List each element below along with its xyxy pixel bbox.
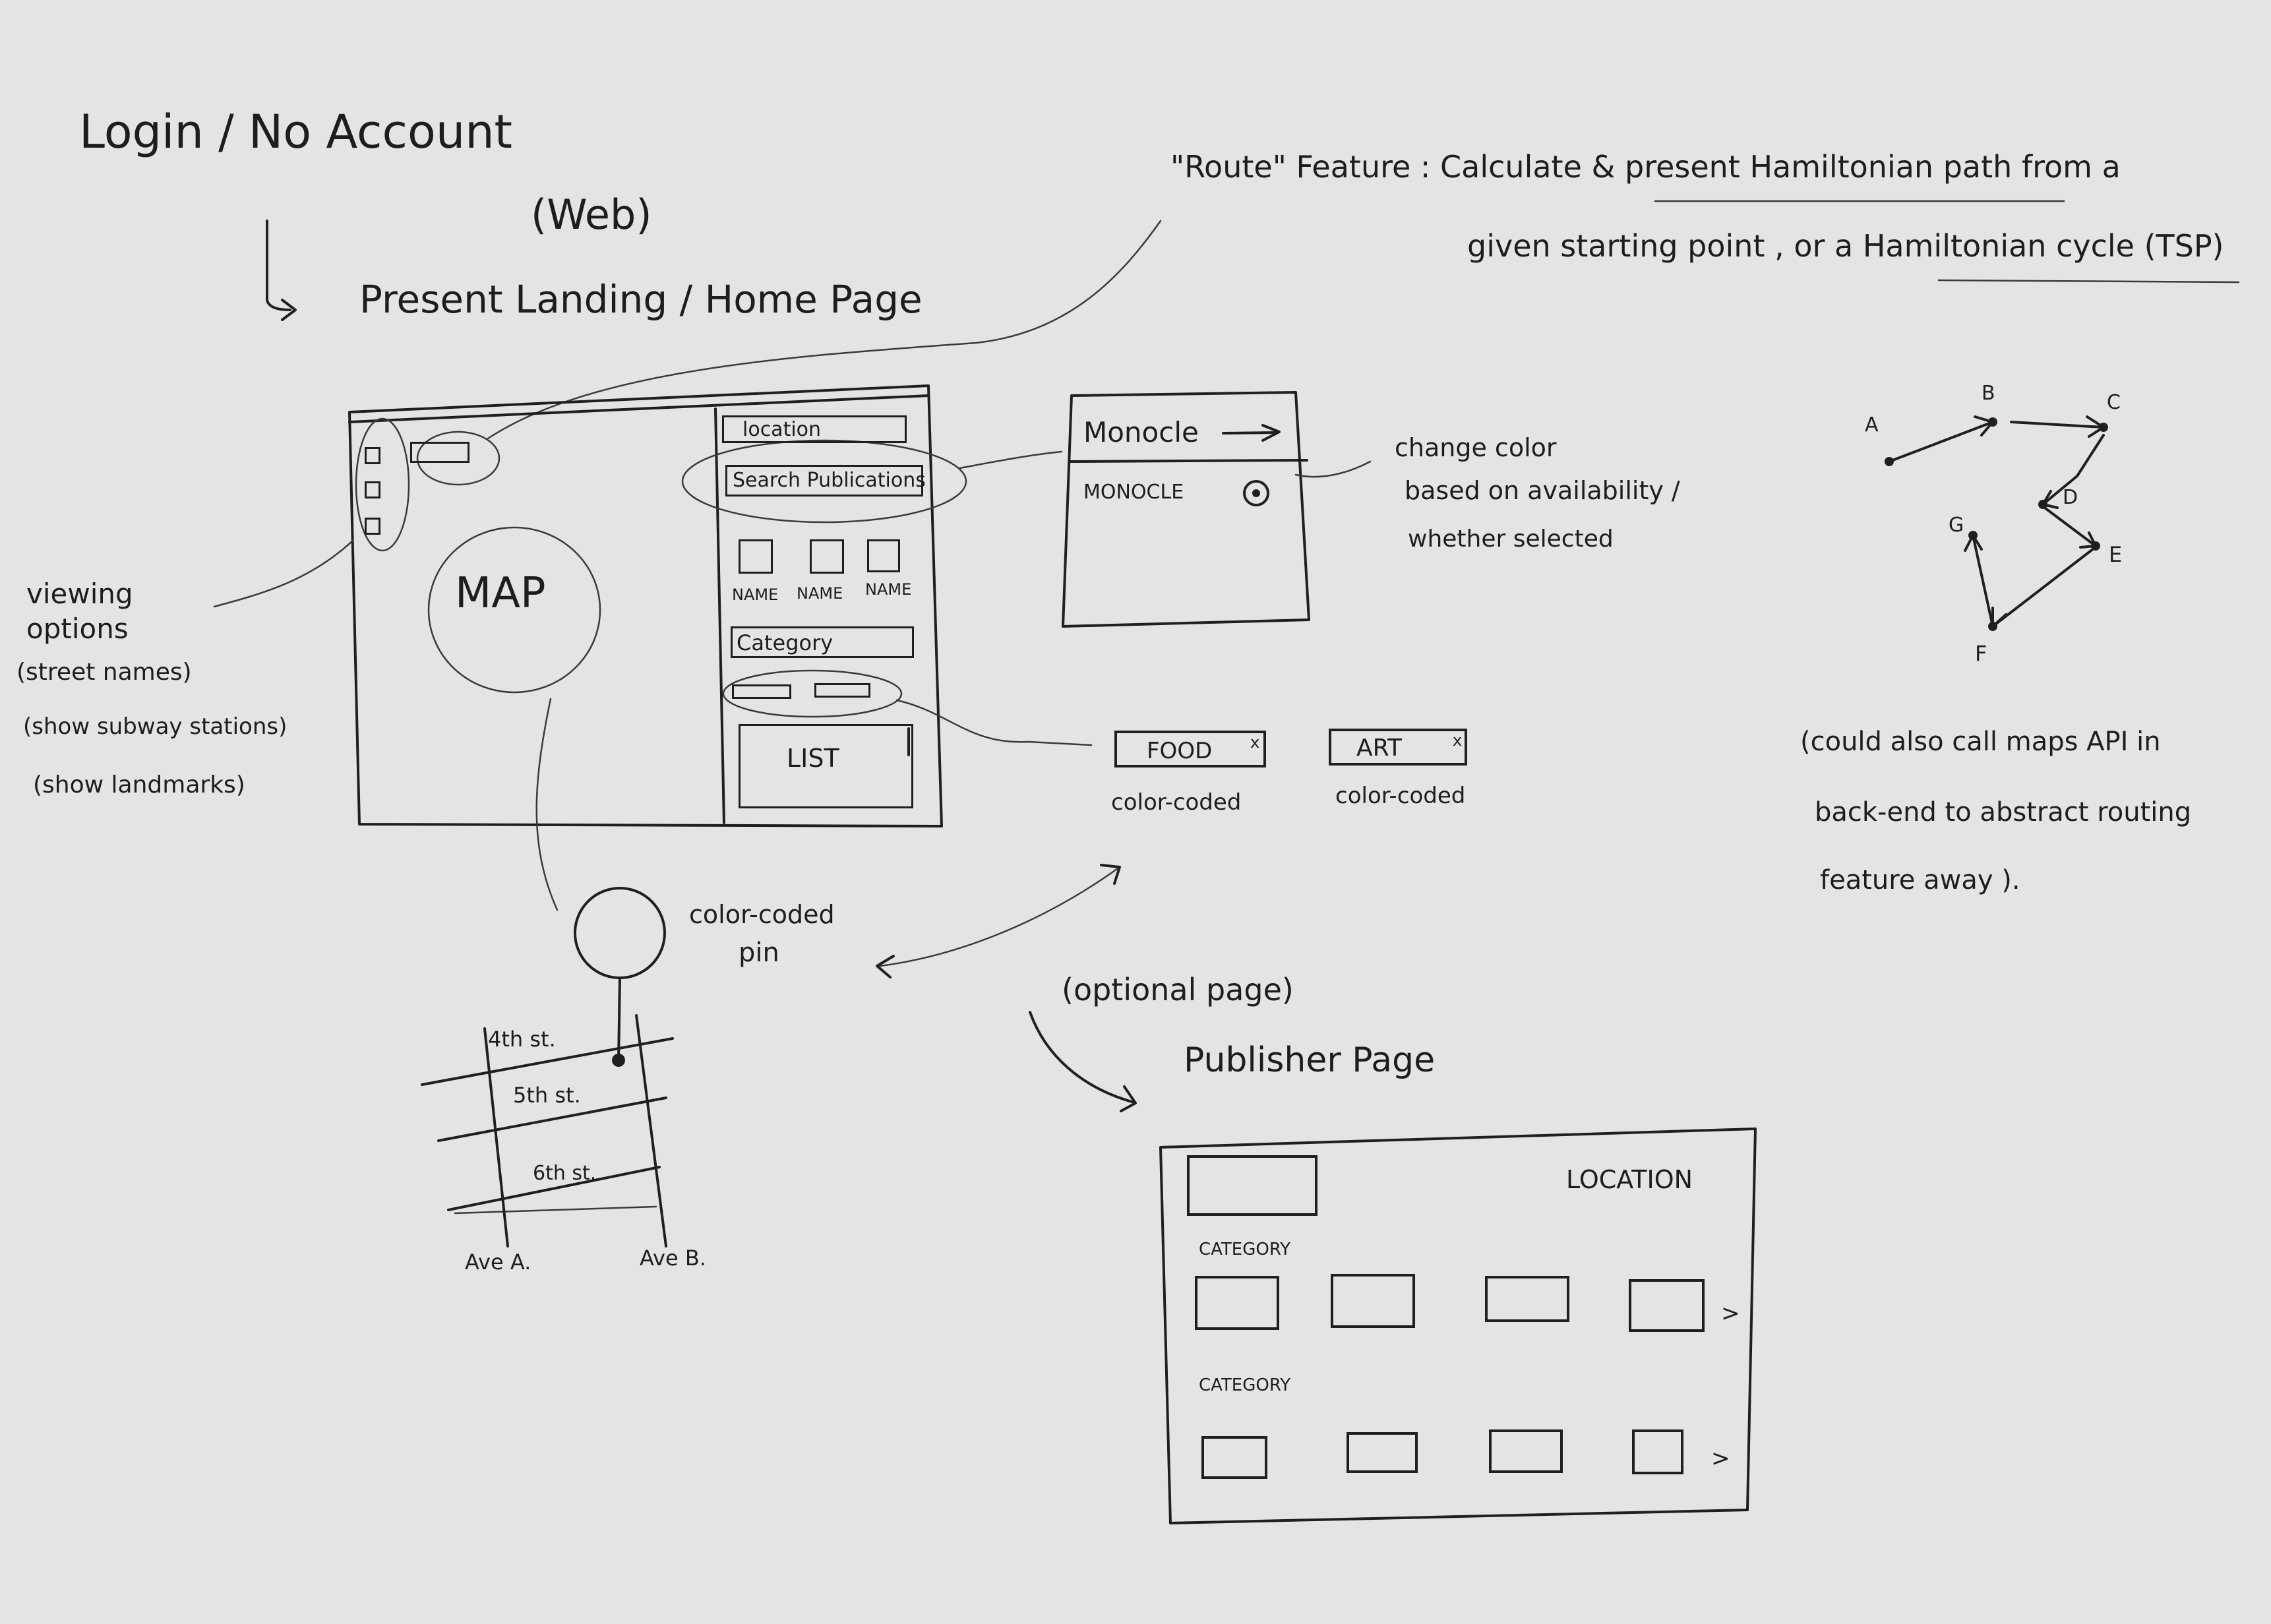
availability-note-line1: change color xyxy=(1395,433,1557,462)
tag-food-note: color-coded xyxy=(1111,789,1242,816)
publisher-page-title: Publisher Page xyxy=(1184,1040,1436,1080)
viewing-option-subway: (show subway stations) xyxy=(23,713,288,740)
login-title: Login / No Account xyxy=(79,105,513,159)
sidebar-divider xyxy=(714,407,725,824)
pin-label-line1: color-coded xyxy=(689,900,835,929)
publication-card[interactable] xyxy=(1201,1436,1267,1479)
pin-label-line2: pin xyxy=(739,938,779,968)
publication-list[interactable]: LIST xyxy=(739,724,913,808)
street-6th: 6th st. xyxy=(533,1162,597,1185)
publication-card[interactable] xyxy=(1331,1274,1415,1328)
tag-art-label: ART xyxy=(1356,735,1403,762)
landing-page-label: Present Landing / Home Page xyxy=(359,277,923,322)
maps-api-note-line2: back-end to abstract routing xyxy=(1815,797,2192,827)
map-circle xyxy=(427,526,601,694)
avenue-b: Ave B. xyxy=(640,1246,706,1271)
category-chip[interactable] xyxy=(814,683,870,698)
top-button[interactable] xyxy=(410,442,469,463)
category-field-text: Category xyxy=(737,630,833,655)
publisher-category-heading: CATEGORY xyxy=(1199,1240,1291,1259)
graph-node-b: B xyxy=(1982,382,1995,405)
publisher-location: LOCATION xyxy=(1566,1165,1693,1194)
scroll-right-arrow[interactable]: > xyxy=(1711,1445,1730,1472)
list-label: LIST xyxy=(787,744,839,773)
publisher-category-heading: CATEGORY xyxy=(1199,1375,1291,1395)
location-field-text: location xyxy=(742,418,822,441)
optional-page-label: (optional page) xyxy=(1062,972,1294,1007)
search-publications-input[interactable]: Search Publications xyxy=(725,465,926,496)
avenue-a: Ave A. xyxy=(465,1249,531,1275)
availability-note-line3: whether selected xyxy=(1408,526,1614,553)
location-field[interactable]: location xyxy=(722,415,907,443)
street-grid xyxy=(421,1014,674,1248)
web-label: (Web) xyxy=(531,191,652,239)
publication-thumbnail[interactable] xyxy=(810,539,844,574)
viewing-option-checkbox[interactable] xyxy=(365,518,380,535)
login-to-landing-arrow xyxy=(266,220,291,311)
graph-node-e: E xyxy=(2109,542,2123,567)
publication-thumbnail[interactable] xyxy=(867,539,900,572)
main-wireframe-outline xyxy=(348,384,943,827)
graph-node-g: G xyxy=(1949,514,1964,537)
graph-node-c: C xyxy=(2107,391,2121,414)
tag-food-close-icon[interactable]: x xyxy=(1250,733,1260,752)
viewing-options-title: viewing options xyxy=(26,578,133,645)
search-field-text: Search Publications xyxy=(733,469,926,492)
tag-art[interactable]: ART x xyxy=(1329,729,1467,766)
maps-api-note-line3: feature away ). xyxy=(1820,865,2020,895)
monocle-result-name[interactable]: MONOCLE xyxy=(1083,481,1184,504)
publication-card[interactable] xyxy=(1489,1429,1563,1473)
category-chip[interactable] xyxy=(732,684,791,699)
category-field[interactable]: Category xyxy=(731,626,914,658)
scroll-right-arrow[interactable]: > xyxy=(1721,1300,1740,1327)
publication-name: NAME xyxy=(732,586,779,604)
publication-card[interactable] xyxy=(1347,1432,1418,1473)
graph-node-d: D xyxy=(2063,486,2078,509)
street-4th: 4th st. xyxy=(488,1027,556,1052)
publication-card[interactable] xyxy=(1632,1429,1683,1474)
publisher-outline xyxy=(1159,1128,1757,1524)
viewing-option-checkbox[interactable] xyxy=(365,481,380,498)
map-label: MAP xyxy=(455,569,546,618)
tag-food-label: FOOD xyxy=(1147,738,1213,764)
graph-node-f: F xyxy=(1975,641,1987,666)
publisher-logo xyxy=(1187,1155,1317,1216)
viewing-option-landmarks: (show landmarks) xyxy=(33,771,245,798)
availability-note-line2: based on availability / xyxy=(1405,476,1680,505)
availability-radio xyxy=(1243,480,1269,506)
tag-art-close-icon[interactable]: x xyxy=(1453,731,1463,750)
tag-food[interactable]: FOOD x xyxy=(1114,731,1266,767)
publication-card[interactable] xyxy=(1629,1279,1705,1332)
publication-card[interactable] xyxy=(1485,1276,1569,1322)
viewing-option-checkbox[interactable] xyxy=(365,447,380,464)
monocle-panel-outline xyxy=(1062,391,1310,628)
publication-name: NAME xyxy=(865,580,912,599)
tag-art-note: color-coded xyxy=(1335,783,1466,809)
route-connector xyxy=(487,220,1162,440)
route-note-line1: "Route" Feature : Calculate & present Ha… xyxy=(1170,149,2121,185)
viewing-option-street-names: (street names) xyxy=(16,659,192,686)
monocle-search-entry[interactable]: Monocle xyxy=(1083,416,1199,448)
publication-card[interactable] xyxy=(1195,1276,1279,1330)
publication-name: NAME xyxy=(797,584,843,603)
maps-api-note-line1: (could also call maps API in xyxy=(1800,727,2161,757)
route-graph xyxy=(1885,415,2108,631)
street-5th: 5th st. xyxy=(513,1083,581,1108)
publication-thumbnail[interactable] xyxy=(739,539,773,574)
color-coded-pin xyxy=(574,887,666,979)
graph-node-a: A xyxy=(1865,413,1879,436)
route-note-line2: given starting point , or a Hamiltonian … xyxy=(1467,228,2224,264)
